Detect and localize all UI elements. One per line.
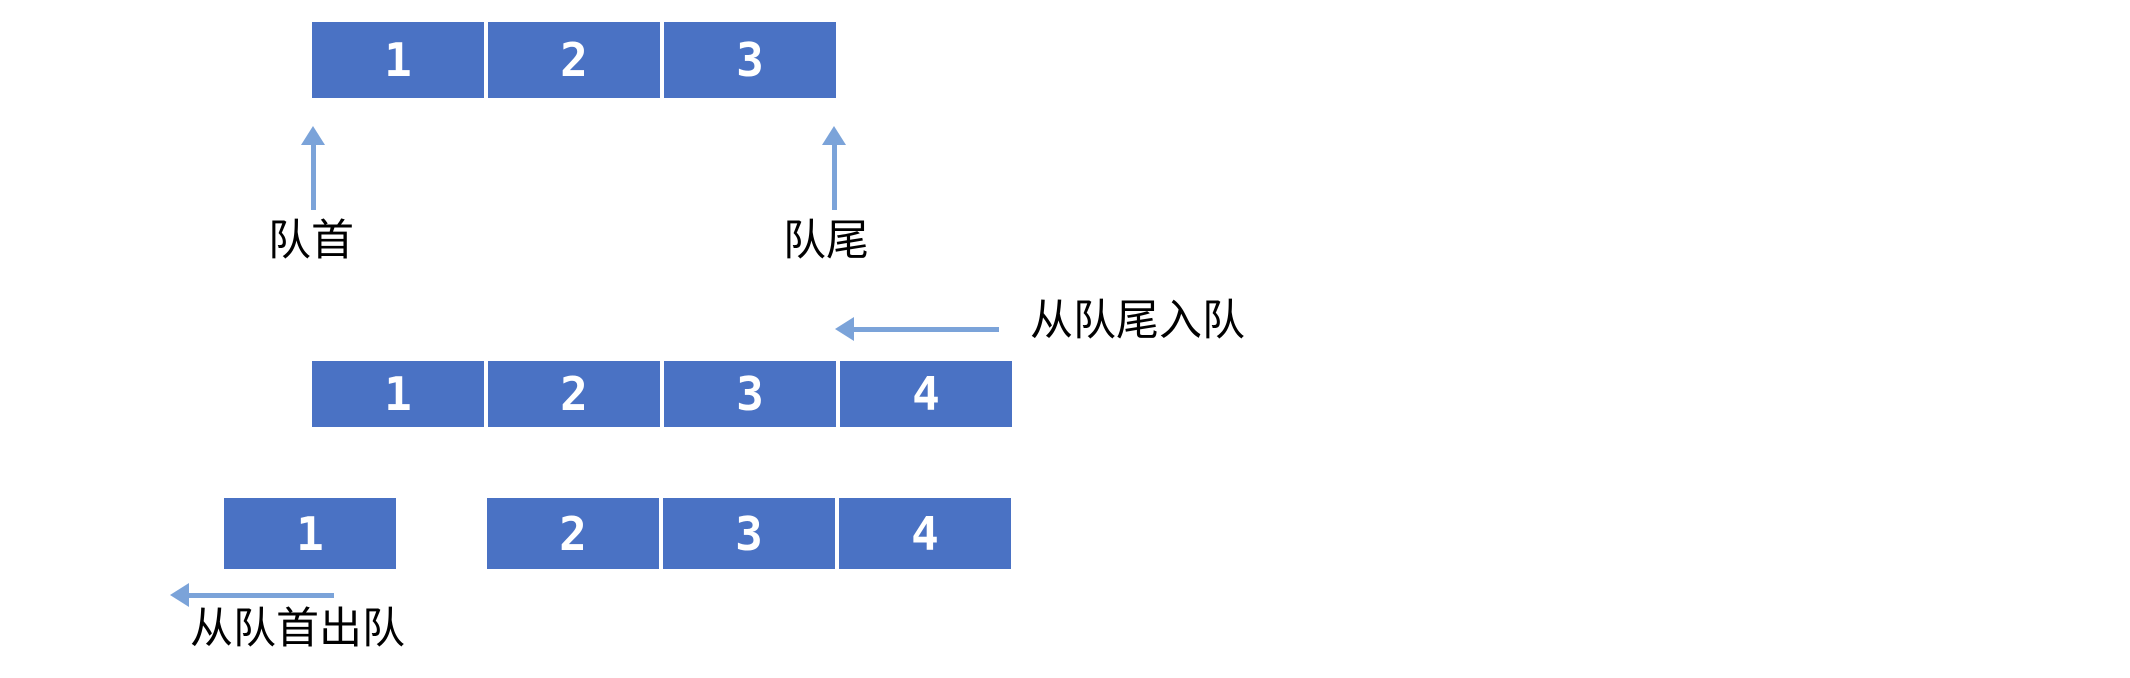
arrow-head — [822, 126, 846, 145]
queue-cell: 3 — [663, 498, 835, 569]
queue-cell: 2 — [488, 22, 660, 98]
arrow-head — [170, 583, 189, 607]
queue-row-after-enqueue: 1 2 3 4 — [312, 361, 1012, 427]
arrow-shaft — [831, 145, 837, 210]
queue-cell: 1 — [224, 498, 396, 569]
queue-cell: 2 — [488, 361, 660, 427]
queue-row-after-dequeue: 2 3 4 — [487, 498, 1011, 569]
front-pointer-label: 队首 — [268, 216, 354, 266]
arrow-shaft — [854, 326, 999, 332]
enqueue-arrow-left-icon — [835, 317, 999, 341]
dequeue-arrow-left-icon — [170, 583, 334, 607]
rear-pointer-label: 队尾 — [783, 216, 869, 266]
queue-cell: 1 — [312, 361, 484, 427]
arrow-head — [301, 126, 325, 145]
queue-cell: 4 — [839, 498, 1011, 569]
rear-pointer-arrow-up-icon — [822, 126, 846, 210]
enqueue-label: 从队尾入队 — [1030, 296, 1245, 346]
queue-row-initial: 1 2 3 — [312, 22, 836, 98]
queue-cell: 2 — [487, 498, 659, 569]
queue-cell: 1 — [312, 22, 484, 98]
arrow-shaft — [310, 145, 316, 210]
queue-cell: 4 — [840, 361, 1012, 427]
arrow-head — [835, 317, 854, 341]
queue-row-dequeued-element: 1 — [224, 498, 396, 569]
front-pointer-arrow-up-icon — [301, 126, 325, 210]
arrow-shaft — [189, 592, 334, 598]
queue-cell: 3 — [664, 22, 836, 98]
queue-cell: 3 — [664, 361, 836, 427]
dequeue-label: 从队首出队 — [190, 604, 405, 654]
